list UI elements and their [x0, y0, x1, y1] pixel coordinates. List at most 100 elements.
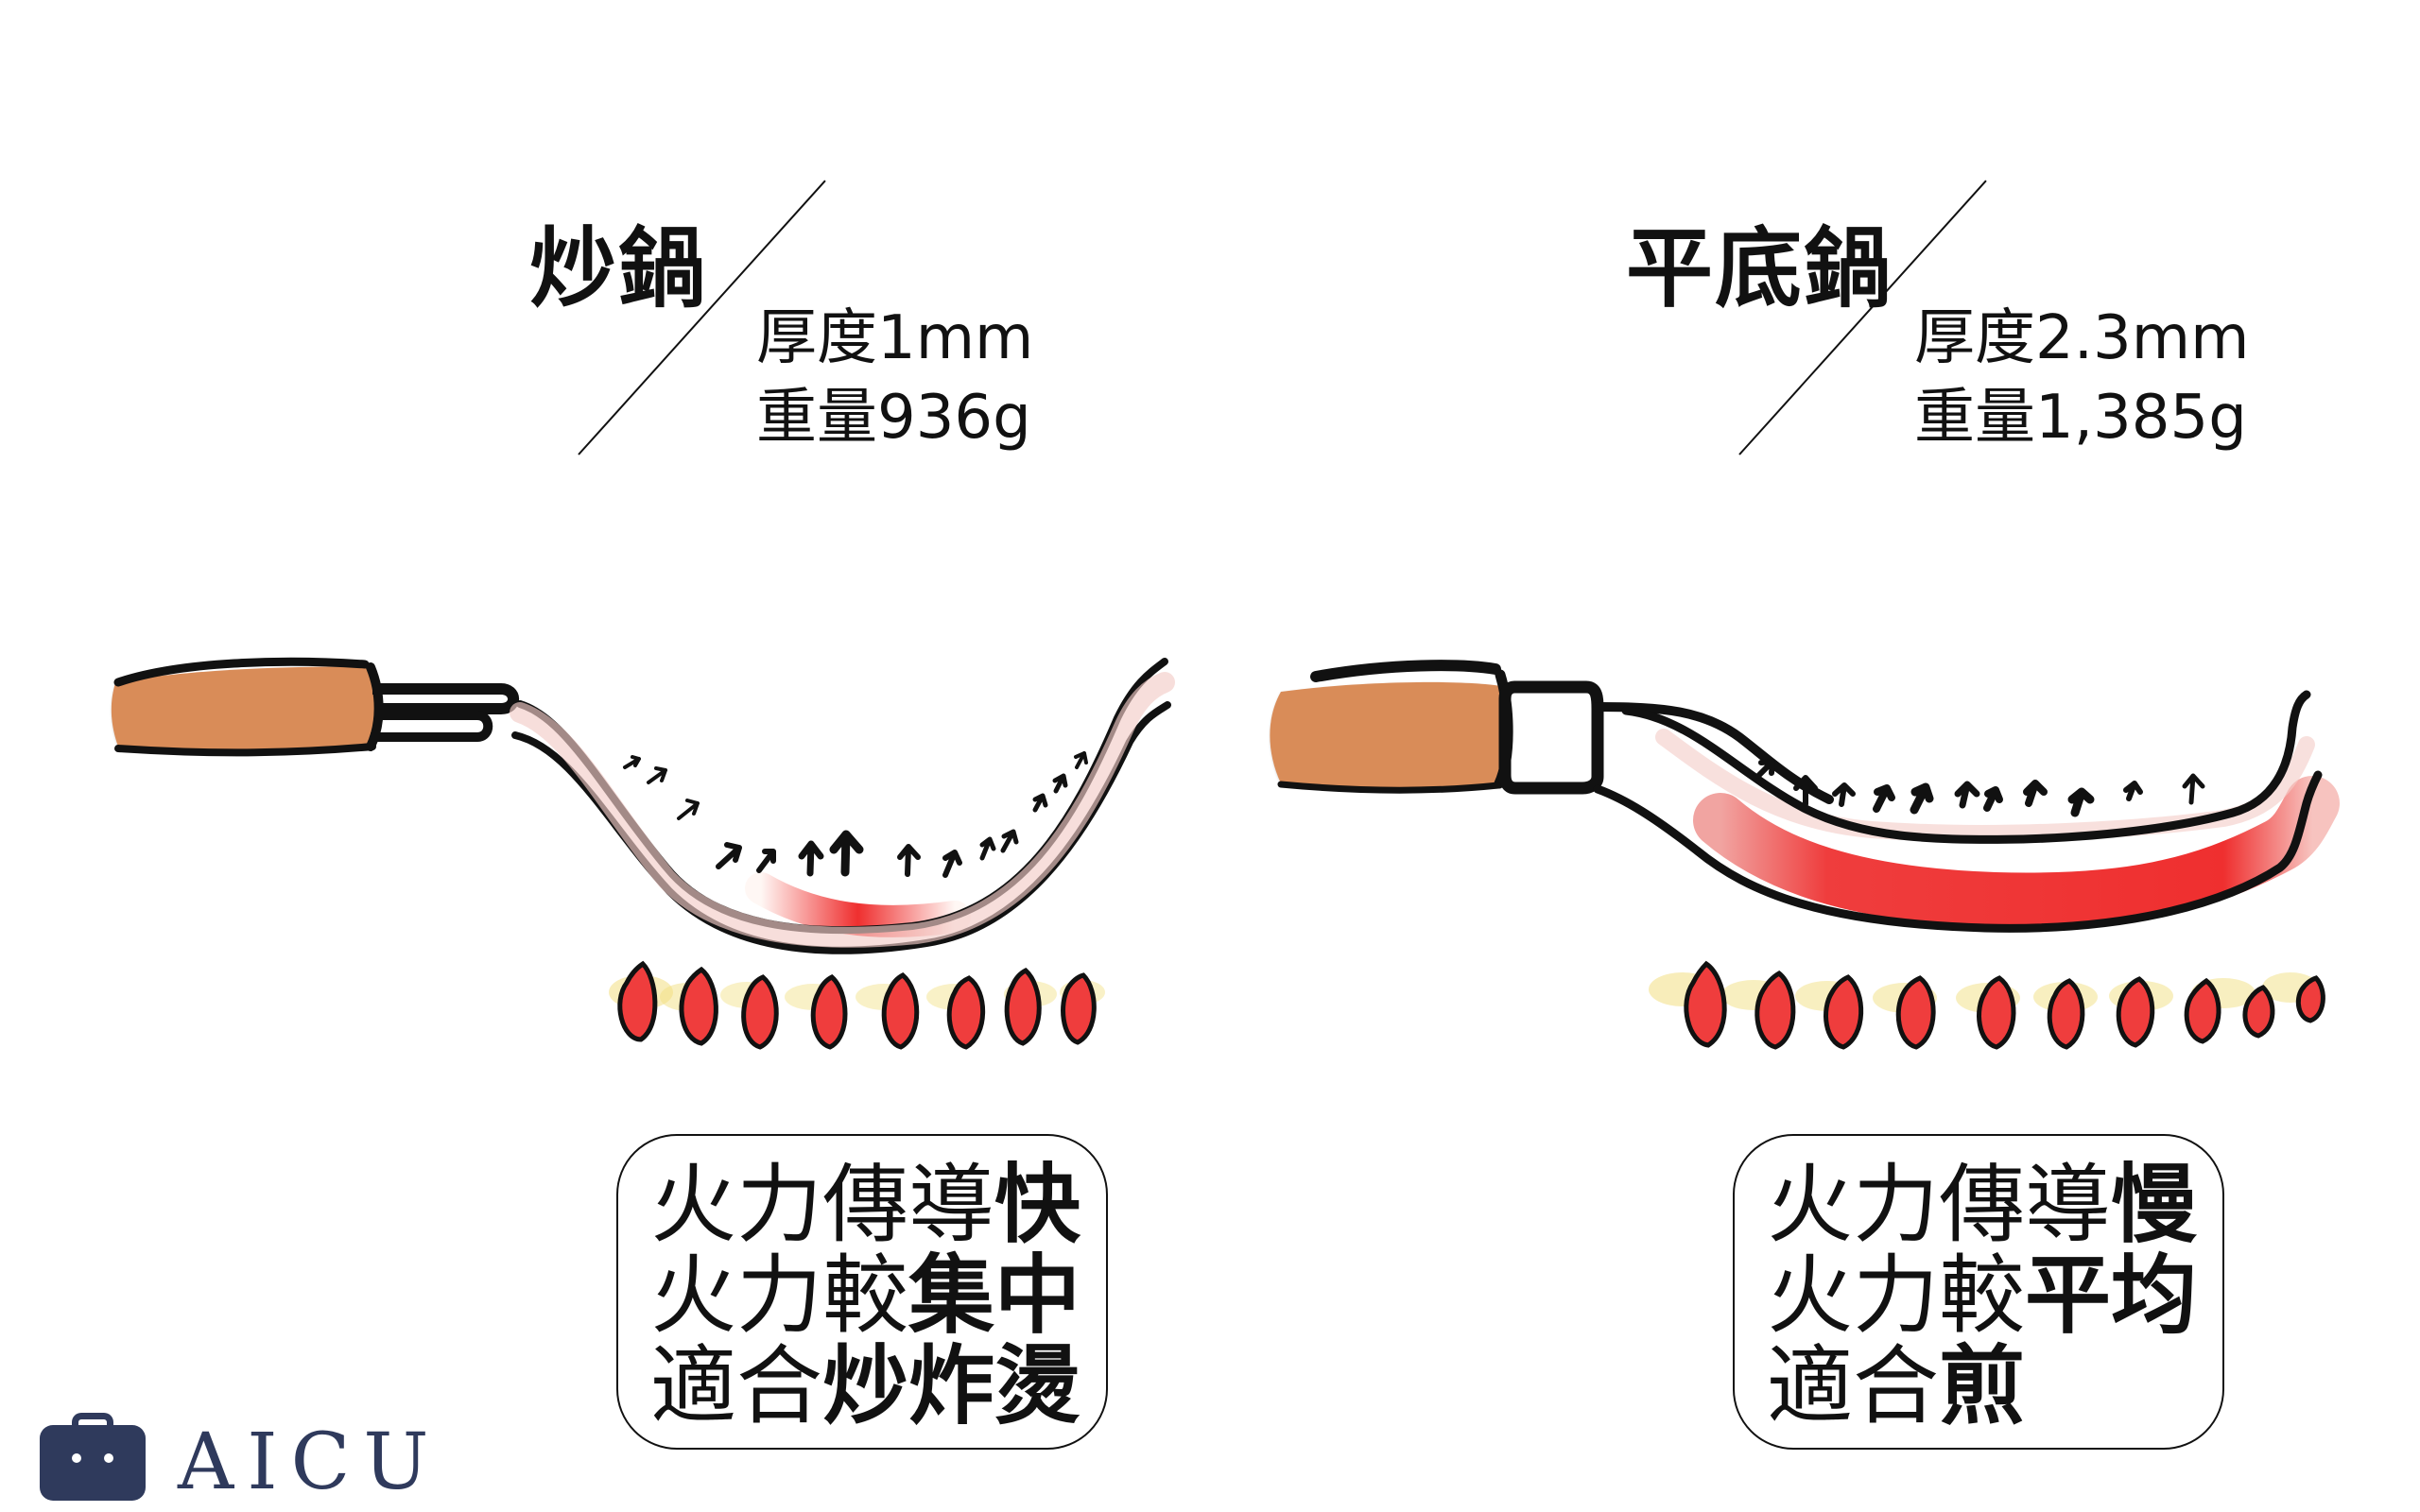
flame-icon — [810, 974, 848, 1050]
frying-pan-thickness: 厚度2.3mm — [1914, 303, 2250, 373]
frying-pan-feature-line-1: 火力傳導慢 — [1767, 1160, 2198, 1251]
wok-thickness: 厚度1mm — [756, 303, 1034, 373]
wok-spec-group: 厚度1mm 重量936g — [756, 299, 1033, 457]
arrow-icon — [756, 849, 776, 873]
flame-icon — [741, 974, 779, 1050]
flame-icon — [881, 972, 920, 1050]
arrow-icon — [897, 844, 921, 877]
flame-icon — [2047, 978, 2085, 1050]
wok-feature-line-3: 適合炒炸燙 — [650, 1342, 1081, 1433]
flame-icon — [1061, 972, 1097, 1045]
wok-feature-box: 火力傳導快 火力較集中 適合炒炸燙 — [616, 1134, 1108, 1450]
frying-pan-wall-fill — [1655, 729, 2315, 842]
wok-heat-arrows — [623, 751, 1088, 878]
arrow-icon — [1983, 786, 2003, 812]
flame-icon — [1684, 960, 1727, 1048]
arrow-icon — [1755, 759, 1775, 779]
wok-illustration — [111, 657, 1175, 1050]
wok-feature-line-2: 火力較集中 — [650, 1251, 1081, 1342]
flame-icon — [617, 960, 658, 1042]
wok-connector-top — [372, 683, 520, 714]
arrow-icon — [1032, 793, 1048, 813]
wok-weight: 重量936g — [756, 383, 1031, 453]
arrow-icon — [942, 850, 962, 878]
wok-feature-line-1-strong: 快 — [994, 1156, 1081, 1255]
frying-pan-connector — [1498, 680, 1604, 795]
frying-pan-stem — [1593, 702, 1834, 804]
wok-feature-line-2-strong: 集中 — [908, 1246, 1081, 1346]
frying-pan-illustration — [1270, 660, 2340, 1050]
frying-pan-feature-line-2-plain: 火力較 — [1767, 1246, 2026, 1346]
arrow-icon — [1052, 773, 1068, 794]
wok-connector-bottom — [371, 711, 493, 742]
arrow-icon — [1832, 782, 1856, 807]
frying-pan-handle — [1270, 681, 1509, 790]
flame-icon — [1004, 968, 1042, 1046]
frying-pan-feature-line-3-strong: 煎 — [1939, 1337, 2026, 1436]
frying-pan-feature-box: 火力傳導慢 火力較平均 適合煎 — [1733, 1134, 2224, 1450]
arrow-icon — [979, 836, 996, 861]
flame-icon — [1824, 974, 1864, 1050]
wok-flame-row — [609, 960, 1105, 1050]
wok-handle — [111, 666, 381, 753]
arrow-icon — [2023, 780, 2048, 807]
frying-pan-feature-line-1-plain: 火力傳導 — [1767, 1156, 2112, 1255]
frying-pan-outer-body — [1621, 690, 2311, 844]
flame-icon — [1977, 975, 2016, 1050]
arrow-icon — [1873, 784, 1895, 813]
flame-icon — [2116, 976, 2155, 1048]
arrow-icon — [1074, 751, 1088, 769]
frying-pan-weight: 重量1,385g — [1914, 383, 2247, 453]
frying-pan-feature-line-3: 適合煎 — [1767, 1342, 2198, 1433]
flame-icon — [2295, 975, 2325, 1023]
flame-icon — [679, 966, 718, 1046]
frying-pan-heat-band — [1693, 776, 2340, 928]
frying-pan-heat-arrows — [1755, 759, 2205, 817]
arrow-icon — [829, 830, 864, 877]
wok-heat-band — [745, 872, 971, 937]
frying-pan-title: 平底鍋 — [1626, 218, 1893, 319]
wok-handle-cap — [113, 657, 370, 687]
arrow-icon — [2123, 781, 2143, 801]
arrow-icon — [1954, 781, 1980, 809]
arrow-icon — [798, 840, 824, 877]
frying-pan-feature-line-2-strong: 平均 — [2025, 1246, 2198, 1346]
robot-eye-right-icon — [99, 1449, 118, 1468]
frying-pan-flame-row — [1649, 960, 2325, 1050]
brand-name: AICU — [178, 1418, 442, 1507]
frying-pan-feature-line-2: 火力較平均 — [1767, 1251, 2198, 1342]
flame-icon — [946, 975, 986, 1050]
arrow-icon — [1000, 829, 1019, 853]
wok-wall-fill — [510, 672, 1175, 948]
aicu-brand: AICU — [40, 1413, 442, 1507]
arrow-icon — [677, 799, 700, 820]
arrow-icon — [1910, 782, 1934, 815]
frying-pan-inner-body — [1593, 770, 2323, 933]
arrow-icon — [1793, 775, 1818, 807]
wok-feature-line-2-plain: 火力較 — [650, 1246, 909, 1346]
arrow-icon — [2182, 773, 2205, 805]
wok-feature-line-3-strong: 炒炸燙 — [822, 1337, 1081, 1436]
frying-pan-handle-bottom — [1277, 781, 1502, 794]
wok-title: 炒鍋 — [529, 218, 708, 319]
flame-icon — [1895, 975, 1936, 1050]
arrow-icon — [716, 842, 742, 869]
flame-icon — [1754, 970, 1796, 1050]
frying-pan-feature-line-3-plain: 適合 — [1767, 1337, 1940, 1436]
frying-pan-feature-line-1-strong: 慢 — [2111, 1156, 2198, 1255]
arrow-icon — [2067, 787, 2095, 817]
flame-icon — [2242, 985, 2275, 1039]
arrow-icon — [623, 755, 641, 769]
frying-pan-spec-group: 厚度2.3mm 重量1,385g — [1914, 299, 2249, 457]
frying-pan-handle-top — [1310, 660, 1501, 682]
wok-feature-line-1-plain: 火力傳導 — [650, 1156, 995, 1255]
wok-feature-line-1: 火力傳導快 — [650, 1160, 1081, 1251]
wok-handle-bottom — [114, 743, 376, 757]
robot-eye-left-icon — [67, 1449, 86, 1468]
wok-feature-line-3-plain: 適合 — [650, 1337, 823, 1436]
flame-icon — [2184, 977, 2221, 1044]
robot-briefcase-icon — [40, 1413, 146, 1501]
arrow-icon — [647, 766, 667, 784]
